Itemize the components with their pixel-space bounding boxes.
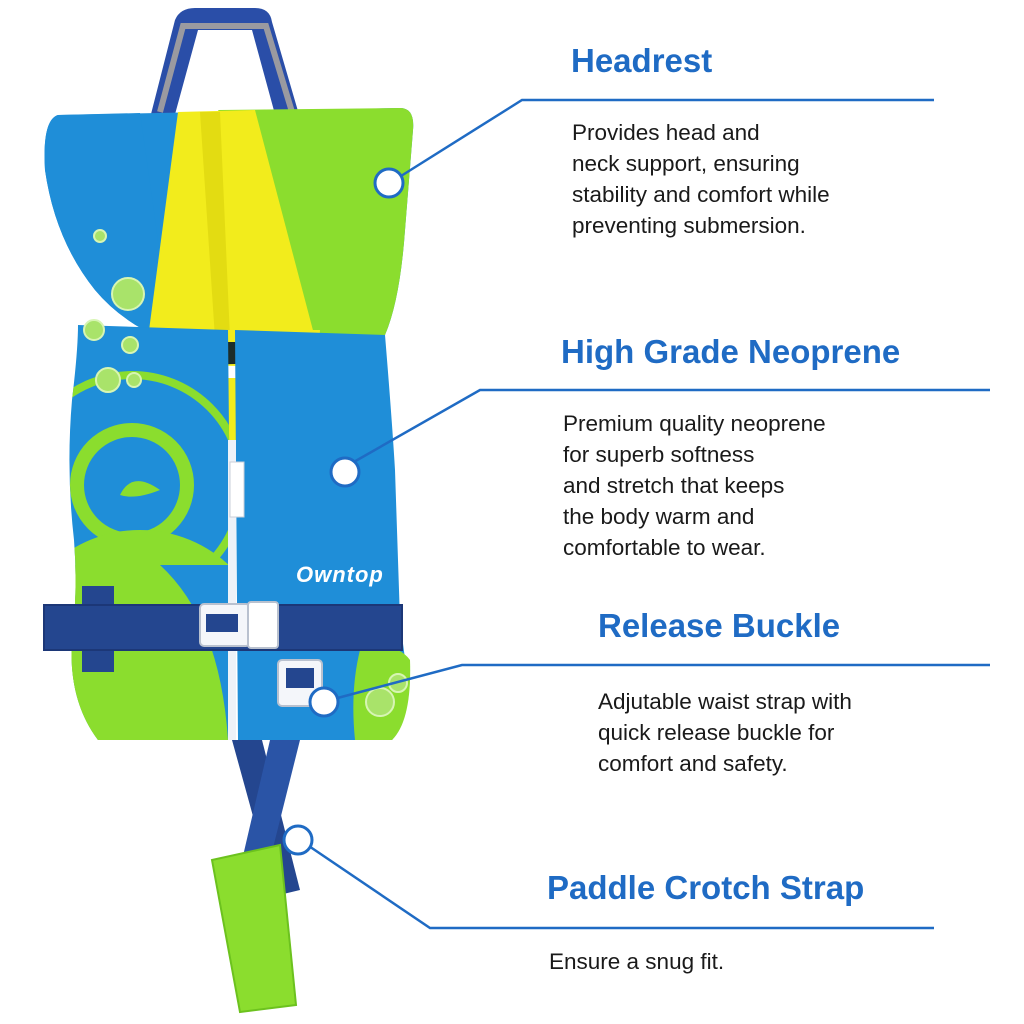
crotch-strap-title: Paddle Crotch Strap <box>547 869 865 906</box>
bubble-decorations <box>83 229 408 717</box>
crotch-strap <box>210 740 300 1014</box>
carry-handle <box>150 8 300 118</box>
neoprene-description: Premium quality neoprene for superb soft… <box>563 411 826 560</box>
headrest-description: Provides head and neck support, ensuring… <box>572 120 830 238</box>
brand-logo: Owntop <box>296 562 384 587</box>
buckle-title: Release Buckle <box>598 607 841 644</box>
callout-lines <box>299 98 990 930</box>
headrest-title: Headrest <box>571 42 713 79</box>
zipper <box>228 440 236 740</box>
buckle-description: Adjutable waist strap with quick release… <box>598 689 852 776</box>
release-buckle <box>199 601 279 649</box>
crotch-strap-description: Ensure a snug fit. <box>549 949 725 974</box>
callout-markers <box>282 167 405 856</box>
neoprene-title: High Grade Neoprene <box>561 333 901 370</box>
